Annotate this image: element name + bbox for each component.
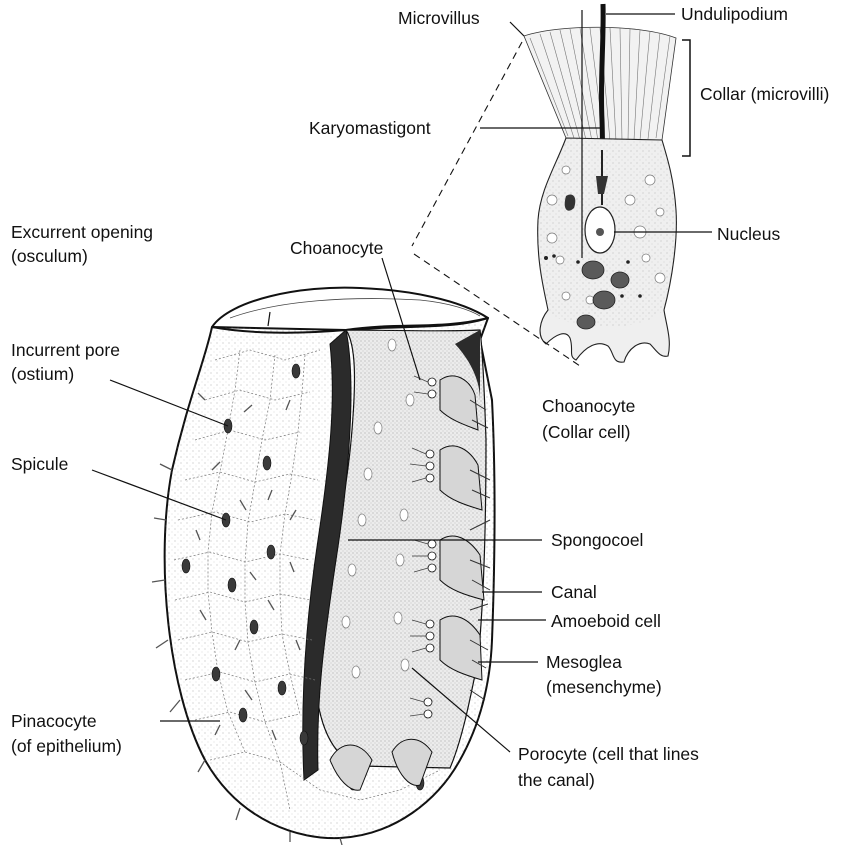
label-incurrent-line2: (ostium) xyxy=(11,364,74,384)
label-choanocyte: Choanocyte xyxy=(290,238,383,258)
label-spicule: Spicule xyxy=(11,454,68,474)
label-pinacocyte-line2: (of epithelium) xyxy=(11,736,122,756)
label-excurrent-line2: (osculum) xyxy=(11,246,88,266)
zoom-line-left xyxy=(412,42,522,246)
label-excurrent-line1: Excurrent opening xyxy=(11,222,153,242)
osculum-rim xyxy=(212,288,488,333)
label-porocyte-line1: Porocyte (cell that lines xyxy=(518,744,699,764)
label-mesoglea-line1: Mesoglea xyxy=(546,652,622,672)
label-mesoglea-line2: (mesenchyme) xyxy=(546,677,662,697)
label-collar: Collar (microvilli) xyxy=(700,84,829,104)
collar-bracket xyxy=(682,40,690,156)
label-nucleus: Nucleus xyxy=(717,224,780,244)
choanocyte-cell-enlarged xyxy=(524,4,676,362)
sponge-body xyxy=(152,288,495,845)
label-choanocyte-collar-line2: (Collar cell) xyxy=(542,422,630,442)
label-porocyte-line2: the canal) xyxy=(518,770,595,790)
label-canal: Canal xyxy=(551,582,597,602)
label-choanocyte-collar-line1: Choanocyte xyxy=(542,396,635,416)
label-pinacocyte-line1: Pinacocyte xyxy=(11,711,97,731)
label-undulipodium: Undulipodium xyxy=(681,4,788,24)
label-incurrent-line1: Incurrent pore xyxy=(11,340,120,360)
label-spongocoel: Spongocoel xyxy=(551,530,643,550)
label-microvillus: Microvillus xyxy=(398,8,480,28)
label-karyomastigont: Karyomastigont xyxy=(309,118,431,138)
label-amoeboid: Amoeboid cell xyxy=(551,611,661,631)
